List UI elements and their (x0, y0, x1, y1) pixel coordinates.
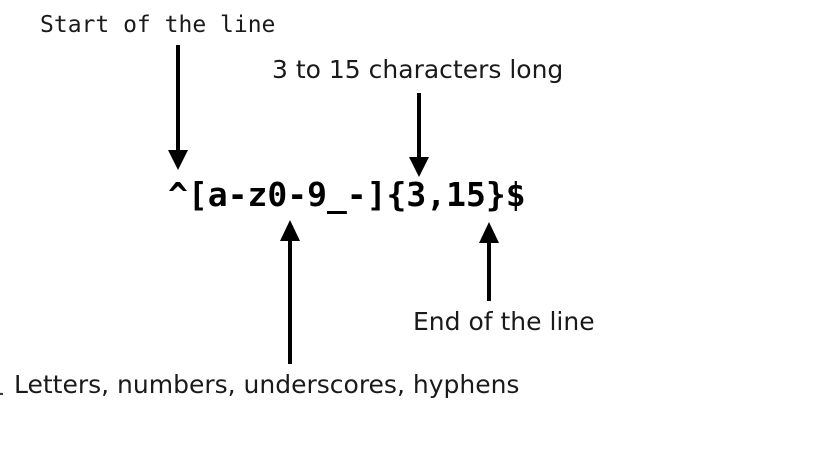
annotation-label-end-of-line: End of the line (413, 307, 595, 336)
arrow-start-of-line (168, 45, 188, 170)
arrow-character-class (280, 220, 300, 364)
arrow-length-quantifier (409, 93, 429, 177)
annotation-label-length-quantifier: 3 to 15 characters long (272, 55, 564, 84)
annotation-label-character-class: Letters, numbers, underscores, hyphens (14, 370, 520, 399)
arrow-end-of-line (479, 222, 499, 301)
annotation-label-start-of-line: Start of the line (40, 12, 276, 38)
clipped-edge-glyph: L (0, 372, 3, 401)
regex-pattern-text: ^[a-z0-9_-]{3,15}$ (168, 175, 526, 214)
